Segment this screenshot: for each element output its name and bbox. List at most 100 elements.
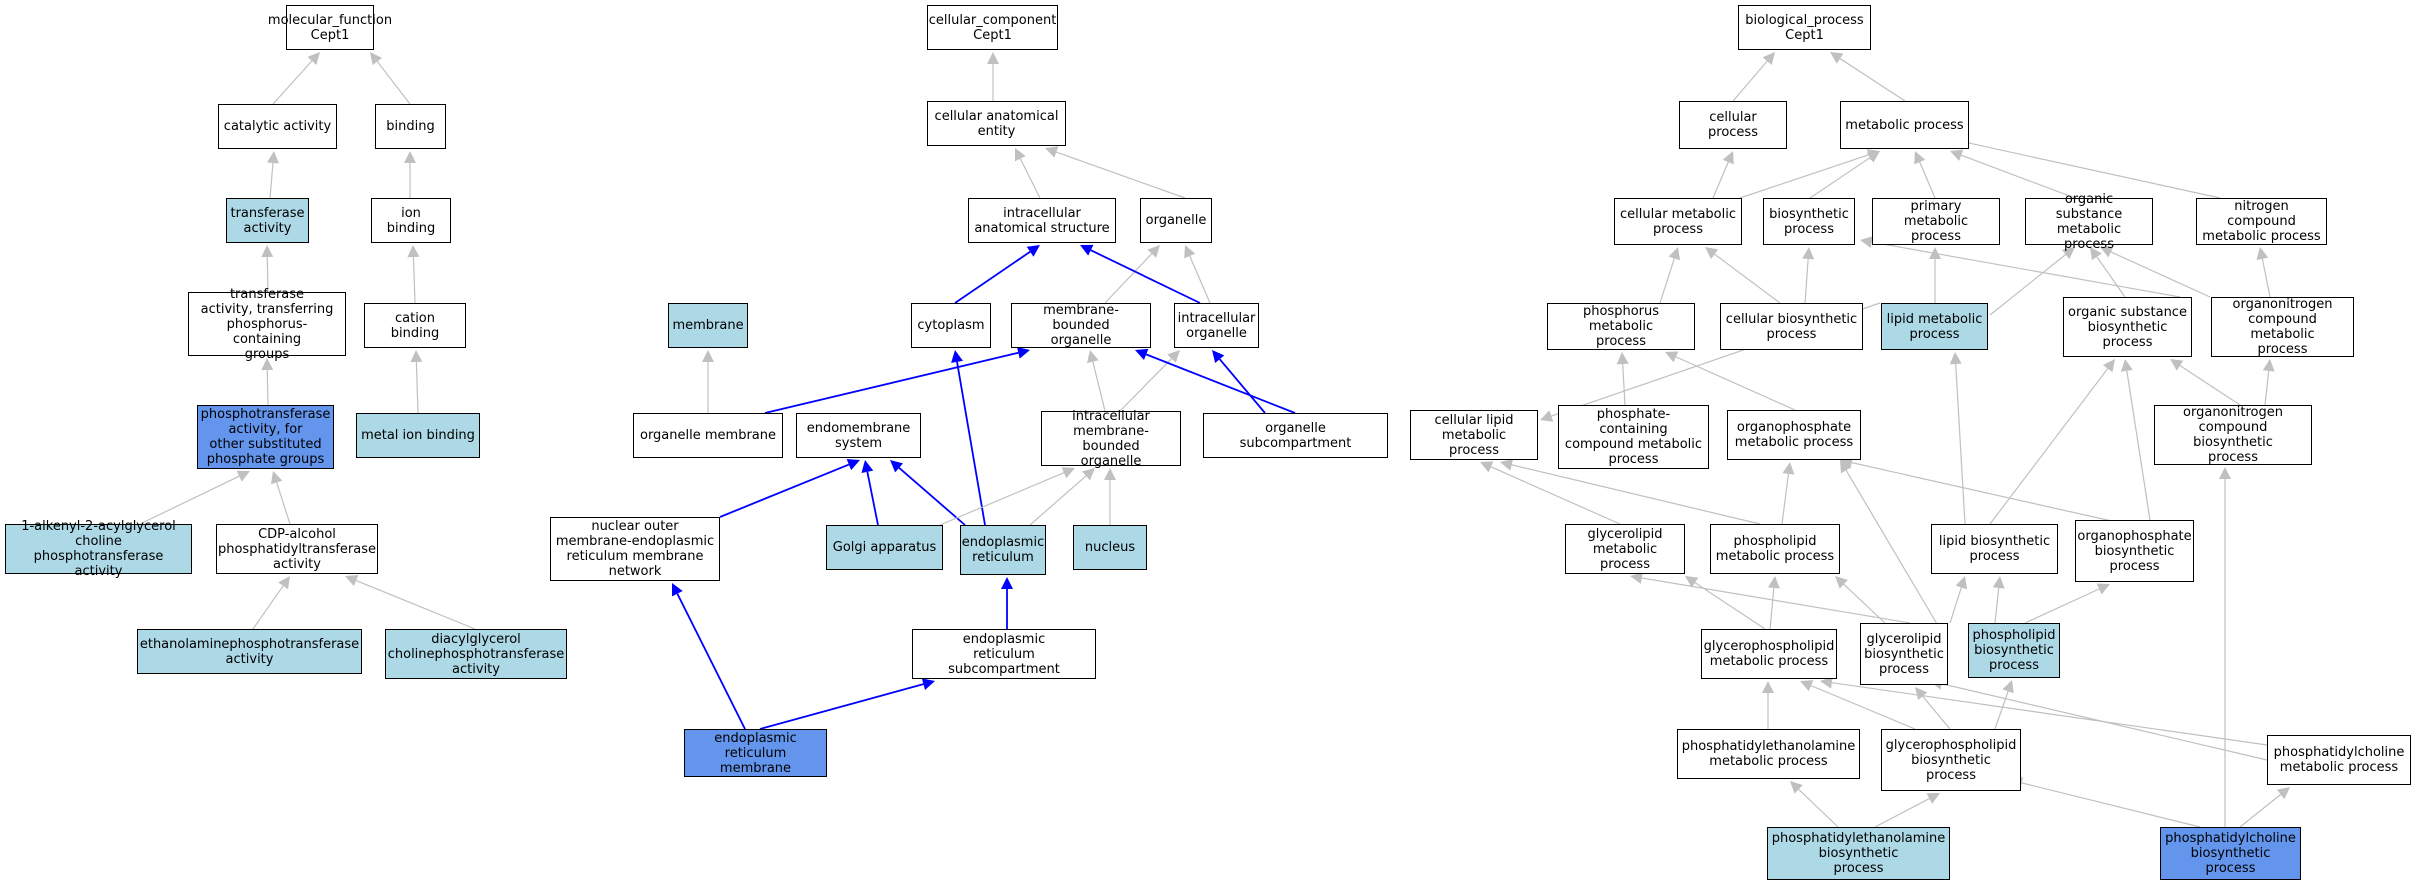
node-cellular-process[interactable]: cellular process bbox=[1679, 101, 1787, 149]
node-intracellular-membrane-bounded-organelle[interactable]: intracellular membrane-bounded organelle bbox=[1041, 409, 1181, 469]
edge-line bbox=[1712, 161, 1729, 199]
edge-arrowhead bbox=[1184, 245, 1196, 259]
node-er-subcompartment[interactable]: endoplasmic reticulum subcompartment bbox=[912, 629, 1096, 679]
edge-line bbox=[1622, 363, 1626, 406]
edge-arrowhead bbox=[1665, 351, 1679, 363]
node-organophosphate-metabolic-process[interactable]: organophosphate metabolic process bbox=[1727, 410, 1861, 460]
edge-arrowhead bbox=[1830, 52, 1844, 64]
edge-line bbox=[269, 162, 274, 199]
node-metal-ion-binding[interactable]: metal ion binding bbox=[356, 413, 480, 458]
node-binding[interactable]: binding bbox=[375, 104, 446, 149]
edge-line bbox=[1490, 466, 1621, 525]
edge-arrowhead bbox=[921, 678, 935, 690]
node-organophosphate-biosynthetic-process[interactable]: organophosphate biosynthetic process bbox=[2075, 520, 2194, 582]
node-phosphate-containing-compound-metabolic-process[interactable]: phosphate-containing compound metabolic … bbox=[1558, 405, 1709, 469]
node-endoplasmic-reticulum[interactable]: endoplasmic reticulum bbox=[960, 525, 1046, 575]
node-endomembrane-system[interactable]: endomembrane system bbox=[796, 413, 921, 458]
node-alkenyl-acylglycerol[interactable]: 1-alkenyl-2-acylglycerol choline phospho… bbox=[5, 519, 192, 579]
node-nuclear-outer-membrane[interactable]: nuclear outer membrane-endoplasmic retic… bbox=[550, 517, 720, 581]
node-organic-substance-metabolic-process[interactable]: organic substance metabolic process bbox=[2025, 192, 2153, 252]
edge-arrowhead bbox=[267, 151, 279, 164]
edge-line bbox=[1994, 587, 2000, 624]
edge-line bbox=[266, 256, 269, 293]
node-phosphotransferase[interactable]: phosphotransferase activity, for other s… bbox=[197, 405, 334, 469]
node-organelle-membrane[interactable]: organelle membrane bbox=[633, 413, 783, 458]
node-phospholipid-biosynthetic-process[interactable]: phospholipid biosynthetic process bbox=[1968, 623, 2060, 678]
node-phospholipid-metabolic-process[interactable]: phospholipid metabolic process bbox=[1710, 524, 1840, 574]
edge-line bbox=[1955, 363, 1966, 525]
node-metabolic-process[interactable]: metabolic process bbox=[1840, 101, 1969, 149]
node-diacylglycerol[interactable]: diacylglycerol cholinephosphotransferase… bbox=[385, 629, 567, 679]
edge-arrowhead bbox=[702, 350, 714, 362]
node-ion-binding[interactable]: ion binding bbox=[371, 198, 451, 243]
node-phosphatidylcholine-metabolic-process[interactable]: phosphatidylcholine metabolic process bbox=[2267, 735, 2411, 785]
edge-line bbox=[1874, 798, 1930, 828]
node-intracellular-organelle[interactable]: intracellular organelle bbox=[1174, 303, 1259, 348]
node-biosynthetic-process[interactable]: biosynthetic process bbox=[1763, 198, 1855, 245]
node-organic-substance-biosynthetic-process[interactable]: organic substance biosynthetic process bbox=[2063, 297, 2192, 357]
node-membrane[interactable]: membrane bbox=[668, 303, 748, 348]
node-phosphatidylethanolamine-metabolic-process[interactable]: phosphatidylethanolamine metabolic proce… bbox=[1677, 729, 1860, 779]
node-glycerolipid-metabolic-process[interactable]: glycerolipid metabolic process bbox=[1565, 524, 1685, 574]
node-cellular-lipid-metabolic-process[interactable]: cellular lipid metabolic process bbox=[1410, 410, 1538, 460]
node-membrane-bounded-organelle[interactable]: membrane-bounded organelle bbox=[1011, 303, 1151, 348]
node-cellular-biosynthetic-process[interactable]: cellular biosynthetic process bbox=[1720, 303, 1863, 350]
edge-line bbox=[1769, 587, 1775, 630]
node-er-membrane[interactable]: endoplasmic reticulum membrane bbox=[684, 729, 827, 777]
edge-line bbox=[1029, 475, 1087, 526]
node-phosphatidylcholine-biosynthetic-process[interactable]: phosphatidylcholine biosynthetic process bbox=[2160, 827, 2301, 880]
edge-line bbox=[1831, 682, 2268, 746]
node-lipid-metabolic-process[interactable]: lipid metabolic process bbox=[1881, 303, 1988, 350]
edge-line bbox=[1189, 255, 1211, 304]
edge-line bbox=[1994, 691, 2009, 730]
node-organelle[interactable]: organelle bbox=[1140, 198, 1212, 243]
node-phosphatidylethanolamine-biosynthetic-process[interactable]: phosphatidylethanolamine biosynthetic pr… bbox=[1767, 827, 1950, 880]
node-organonitrogen-compound-metabolic-process[interactable]: organonitrogen compound metabolic proces… bbox=[2211, 297, 2354, 357]
node-ethanolaminephosphotransferase[interactable]: ethanolaminephosphotransferase activity bbox=[137, 629, 362, 674]
edge-line bbox=[1804, 258, 1809, 304]
edge-arrowhead bbox=[1061, 467, 1075, 479]
node-cation-binding[interactable]: cation binding bbox=[364, 303, 466, 348]
node-lipid-biosynthetic-process[interactable]: lipid biosynthetic process bbox=[1931, 524, 2058, 574]
node-glycerophospholipid-metabolic-process[interactable]: glycerophospholipid metabolic process bbox=[1701, 629, 1837, 679]
node-organelle-subcompartment[interactable]: organelle subcompartment bbox=[1203, 413, 1388, 458]
edge-line bbox=[956, 361, 986, 526]
edge-arrowhead bbox=[2061, 247, 2075, 260]
node-glycerophospholipid-biosynthetic-process[interactable]: glycerophospholipid biosynthetic process bbox=[1881, 729, 2021, 791]
node-transferase-activity[interactable]: transferase activity bbox=[226, 198, 309, 243]
node-glycerolipid-biosynthetic-process[interactable]: glycerolipid biosynthetic process bbox=[1860, 623, 1948, 685]
node-cytoplasm[interactable]: cytoplasm bbox=[911, 303, 991, 348]
node-cellular-component[interactable]: cellular_component Cept1 bbox=[927, 5, 1058, 50]
edge-arrowhead bbox=[1835, 576, 1848, 589]
node-nucleus[interactable]: nucleus bbox=[1073, 525, 1147, 570]
node-molecular-function[interactable]: molecular_function Cept1 bbox=[268, 5, 392, 50]
node-cellular-metabolic-process[interactable]: cellular metabolic process bbox=[1614, 198, 1742, 245]
edge-line bbox=[1949, 587, 1962, 624]
edge-arrowhead bbox=[1950, 149, 1964, 161]
edge-arrowhead bbox=[951, 350, 963, 363]
edge-line bbox=[376, 61, 411, 105]
edge-arrowhead bbox=[1480, 461, 1494, 473]
node-primary-metabolic-process[interactable]: primary metabolic process bbox=[1872, 198, 2000, 245]
node-intracellular-anatomical-structure[interactable]: intracellular anatomical structure bbox=[968, 198, 1116, 243]
node-organonitrogen-compound-biosynthetic-process[interactable]: organonitrogen compound biosynthetic pro… bbox=[2154, 405, 2312, 465]
edge-line bbox=[1798, 788, 1839, 828]
edge-arrowhead bbox=[404, 151, 416, 163]
node-catalytic-activity[interactable]: catalytic activity bbox=[218, 104, 337, 149]
edge-arrowhead bbox=[890, 460, 903, 473]
edge-arrowhead bbox=[1860, 236, 1873, 249]
node-golgi-apparatus[interactable]: Golgi apparatus bbox=[826, 525, 943, 570]
edge-arrowhead bbox=[1147, 245, 1160, 258]
node-nitrogen-compound-metabolic-process[interactable]: nitrogen compound metabolic process bbox=[2196, 198, 2327, 245]
node-biological-process[interactable]: biological_process Cept1 bbox=[1738, 5, 1871, 50]
node-cellular-anatomical-entity[interactable]: cellular anatomical entity bbox=[927, 101, 1066, 146]
edge-arrowhead bbox=[1087, 350, 1099, 364]
node-transferase-phosphorus[interactable]: transferase activity, transferring phosp… bbox=[188, 287, 346, 362]
edge-line bbox=[2264, 370, 2270, 406]
edge-line bbox=[252, 585, 284, 630]
edge-line bbox=[2096, 256, 2126, 298]
edge-line bbox=[1641, 577, 1911, 624]
node-phosphorus-metabolic-process[interactable]: phosphorus metabolic process bbox=[1547, 303, 1695, 350]
edge-arrowhead bbox=[2096, 583, 2110, 595]
node-cdp-alcohol[interactable]: CDP-alcohol phosphatidyltransferase acti… bbox=[216, 524, 378, 574]
